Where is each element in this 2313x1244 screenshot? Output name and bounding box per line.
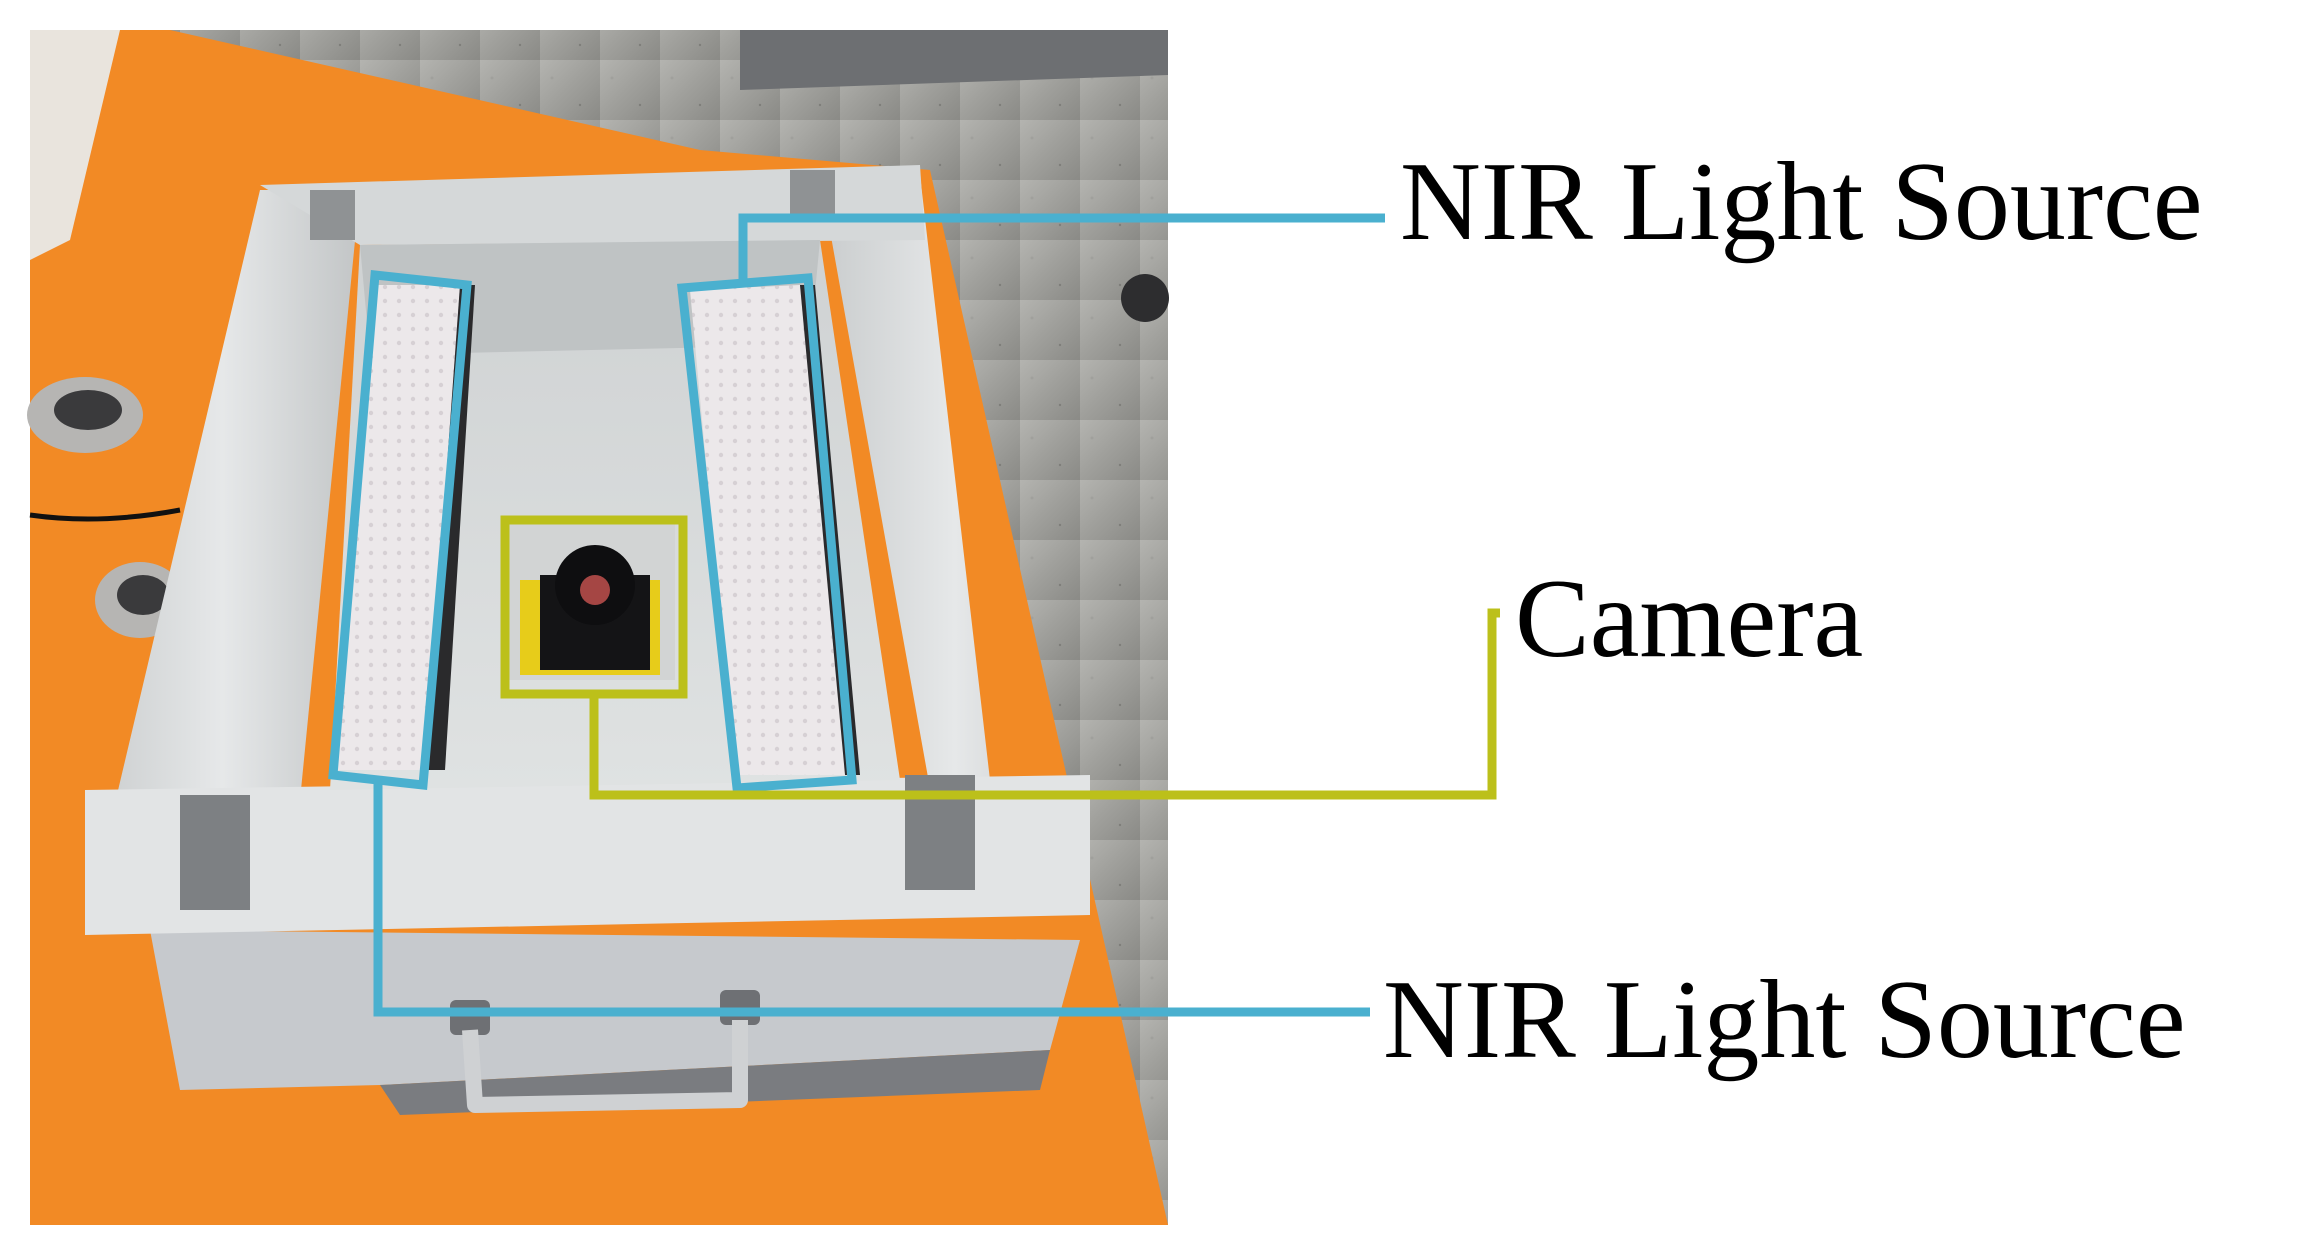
camera-label: Camera	[1515, 557, 1864, 681]
light-source-marker-right	[677, 273, 857, 793]
nir-light-bar-left	[330, 285, 460, 770]
corner-bracket	[180, 795, 250, 910]
nir-light-source-label-bottom: NIR Light Source	[1383, 958, 2186, 1082]
nir-light-bar-right	[690, 285, 845, 775]
cable-grommet-bottom-hole	[117, 575, 169, 615]
chair-caster	[1121, 274, 1169, 322]
annotation-overlay	[328, 213, 1500, 1017]
nir-light-source-label-top: NIR Light Source	[1400, 140, 2203, 264]
enclosure-right-frame	[820, 175, 1090, 900]
leader-line-top	[738, 213, 1385, 283]
leader-line-camera	[589, 608, 1500, 800]
cable-grommet-top-hole	[54, 390, 122, 430]
camera-lens-glass	[580, 575, 610, 605]
enclosure-left-frame	[85, 190, 360, 930]
corner-bracket	[310, 190, 355, 240]
enclosure-bottom-rail	[85, 775, 1090, 935]
leader-line-bottom	[373, 783, 1370, 1017]
table-left-strip	[30, 30, 120, 260]
drawer-handle	[462, 1020, 748, 1113]
wall-panel	[740, 30, 1168, 90]
power-cable	[29, 507, 181, 522]
enclosure-top-rail	[260, 165, 925, 245]
handle-post-left	[450, 1000, 490, 1035]
light-source-marker-left	[328, 270, 472, 790]
corner-bracket	[790, 170, 835, 220]
photograph	[27, 30, 1169, 1225]
